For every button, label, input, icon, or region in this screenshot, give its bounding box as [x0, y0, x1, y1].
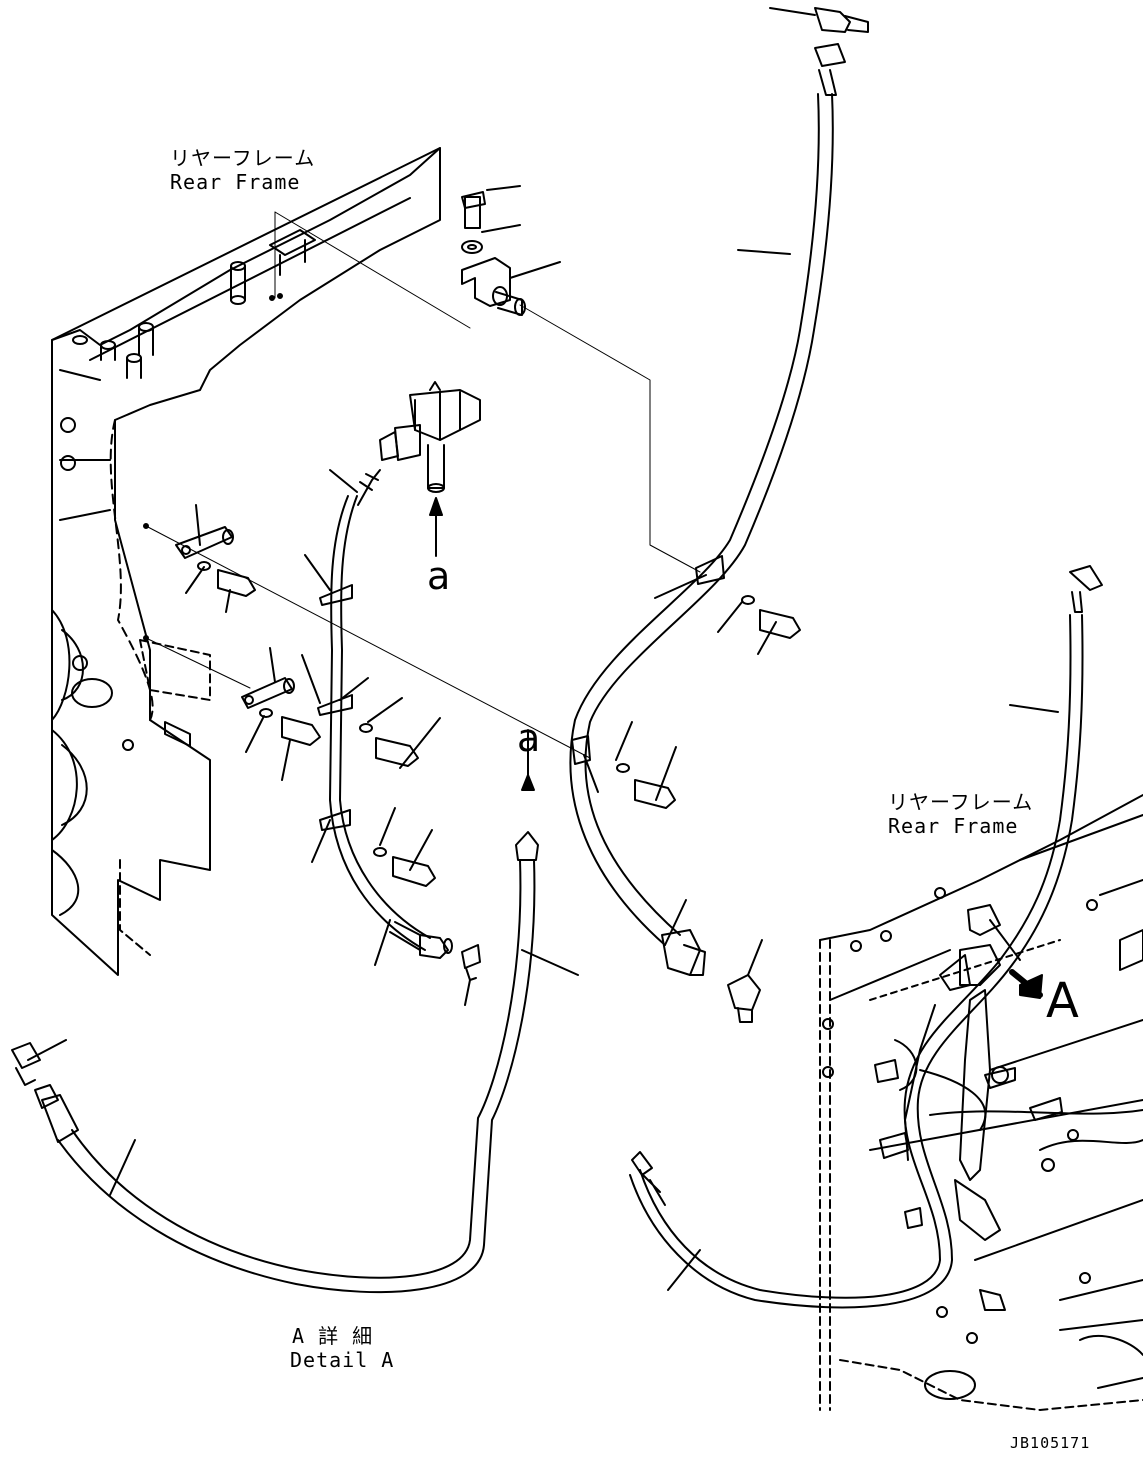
rear-frame-top-label-en: Rear Frame	[170, 170, 301, 194]
detail-a-label-jp: A 詳 細	[292, 1324, 374, 1348]
long-hose-upper	[569, 7, 869, 1023]
reference-a-lower: a	[517, 716, 541, 760]
long-hose-lower	[11, 729, 579, 1294]
plates-and-bolts	[175, 504, 801, 887]
drawing-number: JB105171	[1010, 1434, 1091, 1452]
overview-hoses	[629, 565, 1103, 1311]
rear-frame-top-label-jp: リヤーフレーム	[170, 146, 316, 170]
clamped-hose	[301, 469, 481, 1006]
rear-frame-right-label-en: Rear Frame	[888, 814, 1019, 838]
reference-lines	[145, 211, 701, 759]
view-arrow-label: A	[1046, 973, 1079, 1029]
bracket-assembly	[461, 185, 561, 316]
rear-frame-right-label-jp: リヤーフレーム	[888, 790, 1034, 814]
valve-block	[379, 381, 481, 557]
reference-a-upper: a	[427, 554, 451, 598]
detail-a-label-en: Detail A	[290, 1348, 395, 1372]
rear-frame-right	[819, 794, 1143, 1411]
rear-frame-left	[51, 147, 441, 976]
